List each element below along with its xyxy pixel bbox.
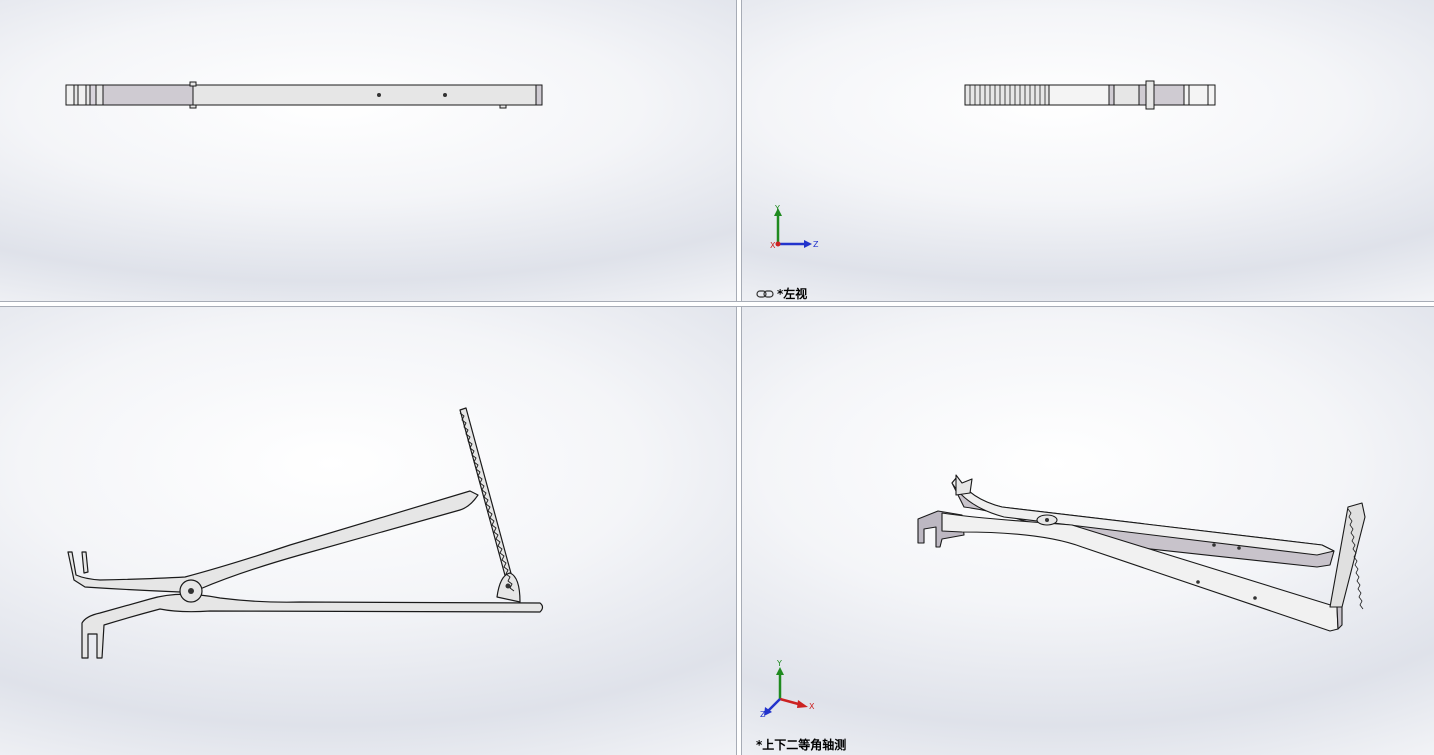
view-name: *左视 bbox=[777, 287, 808, 301]
viewport-bottom-left[interactable] bbox=[0, 307, 736, 755]
triad-axis-x: X bbox=[770, 241, 776, 250]
viewport-splitter-horizontal[interactable] bbox=[0, 301, 1434, 307]
view-label-iso[interactable]: *上下二等角轴测 bbox=[756, 736, 846, 753]
coordinate-triad: Y Z X bbox=[770, 204, 819, 250]
triad-axis-y: Y bbox=[776, 659, 782, 668]
viewport-bottom-right[interactable]: Y X Z *上下二等角轴测 bbox=[742, 307, 1434, 755]
view-name: *上下二等角轴测 bbox=[756, 738, 847, 752]
model-left-view[interactable] bbox=[742, 0, 1434, 301]
model-top-view[interactable] bbox=[0, 307, 736, 755]
link-views-icon[interactable] bbox=[756, 289, 774, 299]
coordinate-triad-iso: Y X Z bbox=[760, 659, 815, 719]
viewport-top-left[interactable] bbox=[0, 0, 736, 301]
viewport-splitter-vertical[interactable] bbox=[736, 0, 742, 755]
triad-axis-x: X bbox=[809, 702, 815, 711]
viewport-top-right[interactable]: Y Z X *左视 bbox=[742, 0, 1434, 301]
triad-axis-z: Z bbox=[813, 240, 819, 249]
model-front-view[interactable] bbox=[0, 0, 736, 301]
triad-axis-y: Y bbox=[774, 204, 780, 213]
model-isometric-view[interactable] bbox=[742, 307, 1434, 755]
triad-axis-z: Z bbox=[760, 710, 766, 719]
view-label-left[interactable]: *左视 bbox=[756, 285, 807, 301]
